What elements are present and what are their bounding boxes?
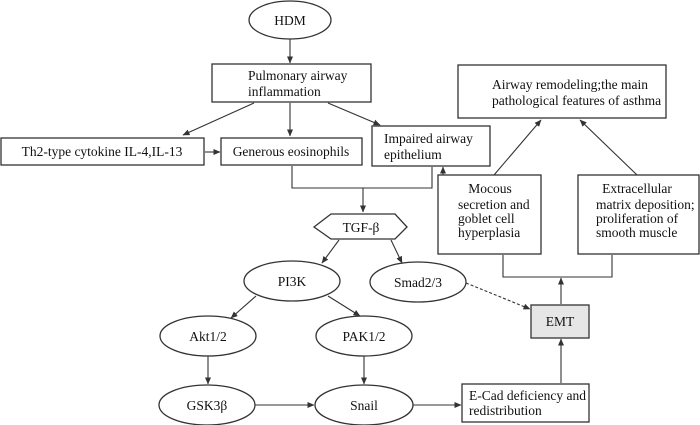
- gsk-shape: [158, 384, 256, 425]
- edge-tgf-pi3k: [321, 239, 340, 264]
- emt-shape: [530, 304, 590, 339]
- extracellular-shape: [577, 174, 700, 255]
- tgf-shape: [312, 213, 408, 240]
- node-pi3k: PI3K: [243, 260, 341, 302]
- node-hdm: HDM: [248, 0, 332, 40]
- node-gsk: GSK3β: [158, 384, 256, 425]
- edge-join-mocous-extracellular: [502, 255, 613, 278]
- remodeling-shape: [457, 64, 667, 119]
- pulmonary-label-line1: Pulmonary airway: [248, 68, 348, 83]
- edges: [182, 39, 638, 408]
- mocous-label-line2: secretion and: [458, 197, 530, 212]
- mocous-label-line3: goblet cell: [458, 211, 515, 226]
- edge-mocous-remodeling: [493, 119, 542, 176]
- akt-label: Akt1/2: [189, 329, 227, 344]
- node-remodeling: Airway remodeling;the main pathological …: [457, 64, 667, 119]
- hdm-label: HDM: [274, 13, 306, 28]
- tgf-label: TGF-β: [343, 220, 380, 235]
- extracellular-label-line1: Extracellular: [602, 181, 672, 196]
- pi3k-label: PI3K: [278, 274, 307, 289]
- edge-pi3k-pak: [327, 295, 361, 317]
- remodeling-label-line2: pathological features of asthma: [492, 93, 661, 108]
- node-tgf: TGF-β: [312, 213, 408, 240]
- node-pak: PAK1/2: [315, 315, 413, 357]
- snail-label: Snail: [350, 398, 378, 413]
- extracellular-label-line2: matrix deposition;: [596, 197, 695, 212]
- pak-label: PAK1/2: [342, 329, 385, 344]
- edge-tgf-smad: [390, 239, 403, 264]
- ecad-label-line1: E-Cad deficiency and: [469, 388, 586, 403]
- edge-join-eosinophils-impaired: [291, 166, 433, 189]
- mocous-label-line1: Mocous: [468, 181, 512, 196]
- node-pulmonary: Pulmonary airway inflammation: [211, 63, 372, 103]
- smad-shape: [369, 261, 467, 303]
- extracellular-label-line3: proliferation of: [596, 211, 679, 226]
- pi3k-shape: [243, 260, 341, 302]
- node-akt: Akt1/2: [159, 315, 257, 357]
- emt-label: EMT: [546, 314, 575, 329]
- edge-extracellular-remodeling: [579, 119, 638, 176]
- edge-smad-emt: [465, 282, 531, 310]
- smad-label: Smad2/3: [394, 275, 442, 290]
- node-ecad: E-Cad deficiency and redistribution: [461, 383, 590, 423]
- snail-shape: [314, 384, 414, 425]
- pulmonary-label-line2: inflammation: [248, 84, 321, 99]
- node-eosinophils: Generous eosinophils: [220, 137, 363, 166]
- node-smad: Smad2/3: [369, 261, 467, 303]
- hdm-shape: [248, 0, 332, 40]
- pulmonary-shape: [211, 63, 372, 103]
- node-mocous: Mocous secretion and goblet cell hyperpl…: [437, 174, 542, 255]
- gsk-label: GSK3β: [187, 398, 228, 413]
- node-emt: EMT: [530, 304, 590, 339]
- eosinophils-shape: [220, 137, 363, 166]
- extracellular-label-line4: smooth muscle: [596, 225, 677, 240]
- pak-shape: [315, 315, 413, 357]
- eosinophils-label: Generous eosinophils: [233, 144, 350, 159]
- impaired-label-line1: Impaired airway: [384, 131, 473, 146]
- th2-label: Th2-type cytokine IL-4,IL-13: [22, 144, 183, 159]
- node-th2: Th2-type cytokine IL-4,IL-13: [0, 137, 205, 166]
- node-snail: Snail: [314, 384, 414, 425]
- node-extracellular: Extracellular matrix deposition; prolife…: [577, 174, 700, 255]
- edge-pulmonary-th2: [182, 102, 255, 136]
- edge-pi3k-akt: [230, 295, 257, 319]
- akt-shape: [159, 315, 257, 357]
- impaired-label-line2: epithelium: [384, 147, 442, 162]
- th2-shape: [0, 137, 205, 166]
- ecad-label-line2: redistribution: [469, 403, 542, 418]
- impaired-shape: [371, 125, 491, 167]
- ecad-shape: [461, 383, 590, 423]
- mocous-label-line4: hyperplasia: [458, 225, 520, 240]
- edge-pulmonary-impaired: [327, 102, 381, 126]
- mocous-shape: [437, 174, 542, 255]
- node-impaired: Impaired airway epithelium: [371, 125, 491, 167]
- remodeling-label-line1: Airway remodeling;the main: [492, 77, 648, 92]
